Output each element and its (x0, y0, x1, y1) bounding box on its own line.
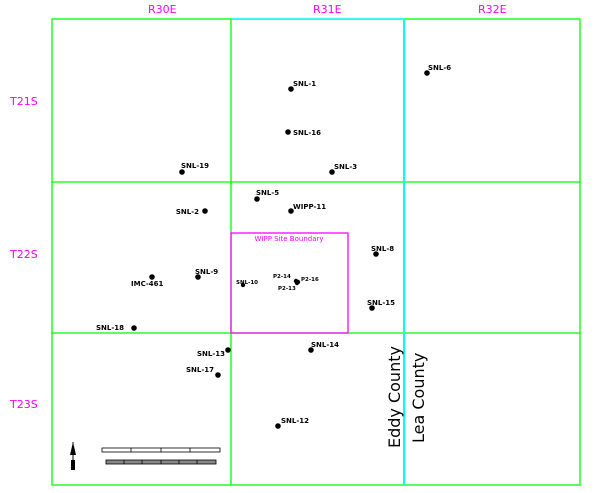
well-imc-461: IMC-461 (131, 274, 164, 288)
well-label: SNL-17 (186, 366, 214, 374)
well-label: SNL-3 (334, 163, 357, 171)
well-marker-icon (294, 280, 300, 286)
well-snl-12: SNL-12 (275, 417, 309, 429)
well-marker-icon (225, 347, 231, 353)
well-label: SNL-16 (293, 129, 321, 137)
well-snl-14: SNL-14 (308, 341, 339, 353)
well-marker-icon (288, 86, 294, 92)
well-marker-icon (424, 70, 430, 76)
well-marker-icon (202, 208, 208, 214)
township-label-t23s: T23S (9, 398, 38, 411)
township-label-t22s: T22S (9, 248, 38, 261)
well-marker-icon (131, 325, 137, 331)
well-snl-9: SNL-9 (195, 268, 218, 280)
well-label: SNL-12 (281, 417, 309, 425)
well-p2-16: P2-16 (295, 277, 319, 285)
wipp-site-boundary-label: WIPP Site Boundary (254, 235, 323, 243)
well-snl-1: SNL-1 (288, 80, 316, 92)
township-label-t21s: T21S (9, 95, 38, 108)
well-snl-6: SNL-6 (424, 64, 451, 76)
well-snl-10: SNL-10 (236, 280, 258, 288)
well-wipp-11: WIPP-11 (288, 203, 326, 214)
well-marker-icon (275, 423, 281, 429)
well-label: SNL-14 (311, 341, 339, 349)
well-label: SNL-5 (256, 189, 279, 197)
well-snl-8: SNL-8 (371, 245, 394, 257)
north-arrow-icon (70, 442, 76, 470)
well-label: SNL-10 (236, 280, 258, 286)
well-label: IMC-461 (131, 280, 164, 288)
well-snl-19: SNL-19 (179, 162, 209, 175)
well-snl-15: SNL-15 (367, 299, 395, 311)
well-label: WIPP-11 (293, 203, 326, 211)
township-grid (51, 18, 581, 486)
well-p2-13: P2-13 (278, 280, 300, 292)
well-label: SNL-13 (197, 350, 225, 358)
range-label-r32e: R32E (478, 3, 507, 16)
well-marker-icon (288, 208, 294, 214)
well-label: SNL-18 (96, 324, 124, 332)
well-snl-16: SNL-16 (285, 129, 321, 137)
well-label: P2-13 (278, 286, 296, 292)
well-snl-3: SNL-3 (329, 163, 357, 175)
well-label: SNL-15 (367, 299, 395, 307)
well-label: SNL-19 (181, 162, 209, 170)
well-marker-icon (308, 347, 314, 353)
county-label-eddy: Eddy County (385, 346, 404, 448)
well-marker-icon (373, 251, 379, 257)
well-snl-18: SNL-18 (96, 324, 137, 332)
well-marker-icon (285, 129, 291, 135)
well-marker-icon (240, 282, 246, 288)
well-label: P2-14 (273, 274, 291, 280)
well-marker-icon (179, 169, 185, 175)
range-label-r30e: R30E (148, 3, 177, 16)
well-label: P2-16 (301, 277, 319, 283)
well-marker-icon (254, 196, 260, 202)
range-label-r31e: R31E (313, 3, 342, 16)
well-marker-icon (149, 274, 155, 280)
well-marker-icon (215, 372, 221, 378)
well-label: SNL-9 (195, 268, 218, 276)
well-marker-icon (369, 305, 375, 311)
well-snl-13: SNL-13 (197, 347, 231, 358)
county-label-lea: Lea County (409, 353, 428, 443)
well-label: SNL-2 (176, 208, 199, 216)
well-marker-icon (195, 274, 201, 280)
well-snl-5: SNL-5 (254, 189, 279, 202)
well-label: SNL-8 (371, 245, 394, 253)
wipp-site-boundary (230, 232, 349, 334)
well-label: SNL-6 (428, 64, 451, 72)
well-snl-17: SNL-17 (186, 366, 221, 378)
well-label: SNL-1 (293, 80, 316, 88)
well-snl-2: SNL-2 (176, 208, 208, 216)
scale-bar (101, 447, 221, 465)
well-p2-14: P2-14 (273, 274, 299, 284)
well-marker-icon (329, 169, 335, 175)
